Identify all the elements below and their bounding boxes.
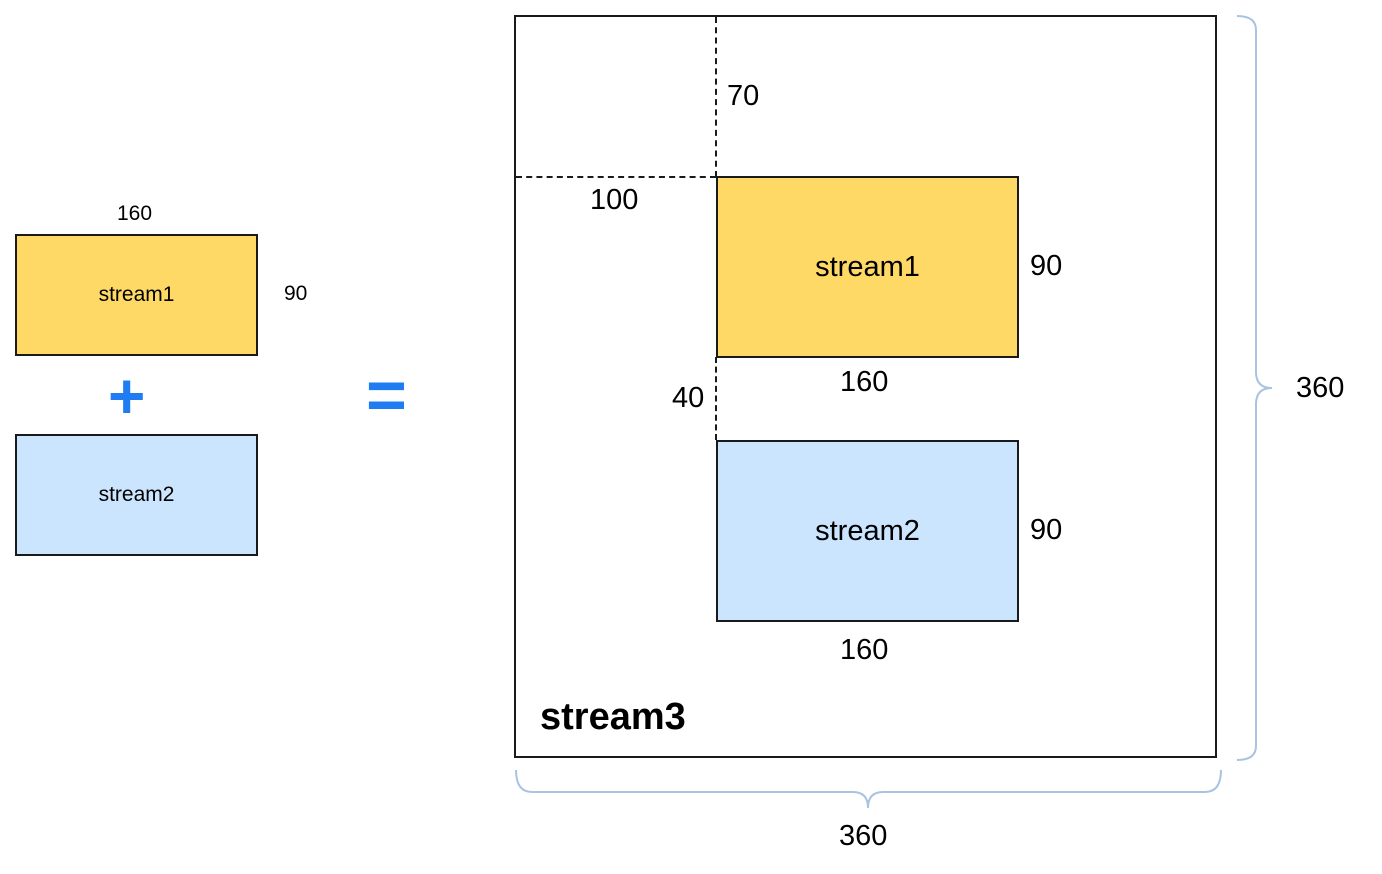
- gap-guide: [715, 357, 717, 440]
- output-stream1-width-label: 160: [840, 366, 889, 398]
- input-stream1-label: stream1: [98, 283, 175, 306]
- offset-top-guide: [715, 17, 717, 177]
- stream3-height-label: 360: [1296, 372, 1345, 404]
- output-stream1-box: stream1: [716, 176, 1019, 358]
- input-stream1-box: stream1: [15, 234, 258, 356]
- offset-left-label: 100: [590, 184, 639, 216]
- gap-label: 40: [672, 382, 705, 414]
- stream3-width-label: 360: [839, 820, 888, 852]
- plus-operator: +: [108, 360, 146, 432]
- offset-left-guide: [516, 176, 716, 178]
- output-stream2-width-label: 160: [840, 634, 889, 666]
- input-stream2-box: stream2: [15, 434, 258, 556]
- input-stream1-height-label: 90: [284, 282, 308, 305]
- equals-operator: =: [366, 356, 407, 434]
- input-stream1-width-label: 160: [117, 202, 153, 225]
- output-stream1-label: stream1: [815, 250, 920, 283]
- stream3-canvas: [514, 15, 1217, 758]
- output-stream1-height-label: 90: [1030, 250, 1063, 282]
- offset-top-label: 70: [727, 80, 760, 112]
- output-stream2-box: stream2: [716, 440, 1019, 622]
- output-stream2-label: stream2: [815, 514, 920, 547]
- output-stream2-height-label: 90: [1030, 514, 1063, 546]
- height-brace: [1236, 15, 1273, 761]
- stream3-label: stream3: [540, 696, 686, 738]
- width-brace: [515, 769, 1222, 809]
- input-stream2-label: stream2: [98, 483, 175, 506]
